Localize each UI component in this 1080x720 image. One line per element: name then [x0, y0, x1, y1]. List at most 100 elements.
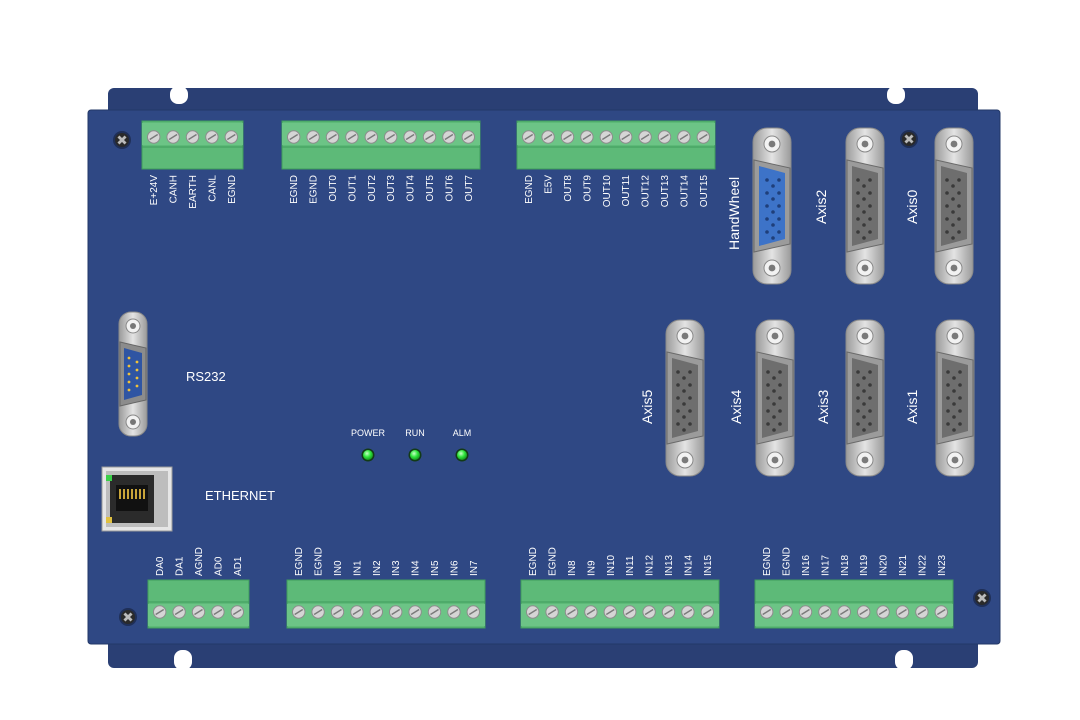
axis0-connector[interactable]	[934, 127, 974, 285]
terminal-screw[interactable]	[408, 605, 422, 619]
terminal-screw[interactable]	[211, 605, 225, 619]
status-led: RUN	[405, 428, 425, 462]
terminal-pin-label: EGND	[782, 547, 793, 576]
terminal-pin-label: IN16	[801, 554, 812, 576]
terminal-pin-label: E5V	[544, 175, 555, 194]
handwheel-connector[interactable]	[752, 127, 792, 285]
terminal-screw[interactable]	[466, 605, 480, 619]
terminal-pin-label: IN11	[625, 555, 636, 576]
terminal-screw[interactable]	[934, 605, 948, 619]
terminal-screw[interactable]	[760, 605, 774, 619]
rs232-connector[interactable]	[118, 311, 148, 437]
terminal-screw[interactable]	[287, 130, 301, 144]
axis5-connector[interactable]	[665, 319, 705, 477]
terminal-pin-label: EGND	[528, 547, 539, 576]
terminal-pin-label: IN2	[372, 560, 383, 576]
terminal-screw[interactable]	[185, 130, 200, 144]
led-label: ALM	[453, 428, 472, 438]
terminal-screw[interactable]	[837, 605, 851, 619]
terminal-pin-label: OUT6	[444, 175, 455, 202]
terminal-screw[interactable]	[677, 130, 691, 144]
terminal-pin-label: IN6	[449, 560, 460, 576]
terminal-pin-label: OUT2	[367, 175, 378, 202]
terminal-screw[interactable]	[153, 605, 167, 619]
terminal-pin-label: OUT14	[679, 175, 690, 208]
terminal-pin-label: AD1	[233, 556, 244, 576]
terminal-screw[interactable]	[389, 605, 403, 619]
terminal-screw[interactable]	[172, 605, 186, 619]
rs232-label: RS232	[186, 369, 226, 384]
terminal-pin-label: IN4	[411, 560, 422, 576]
terminal-screw[interactable]	[681, 605, 695, 619]
terminal-screw[interactable]	[564, 605, 579, 619]
terminal-screw[interactable]	[147, 130, 161, 144]
terminal-pin-label: OUT8	[563, 175, 574, 202]
terminal-screw[interactable]	[306, 130, 320, 144]
terminal-screw[interactable]	[427, 605, 442, 619]
terminal-screw[interactable]	[384, 130, 398, 144]
terminal-screw[interactable]	[696, 130, 710, 144]
terminal-screw[interactable]	[798, 605, 813, 619]
terminal-screw[interactable]	[224, 130, 239, 144]
terminal-screw[interactable]	[292, 605, 306, 619]
terminal-screw[interactable]	[619, 130, 633, 144]
terminal-screw[interactable]	[364, 130, 378, 144]
terminal-screw[interactable]	[311, 605, 325, 619]
terminal-screw[interactable]	[857, 605, 871, 619]
terminal-screw[interactable]	[350, 605, 364, 619]
terminal-screw[interactable]	[603, 605, 617, 619]
terminal-pin-label: IN20	[879, 554, 890, 576]
terminal-pin-label: EGND	[314, 547, 325, 576]
terminal-screw[interactable]	[325, 130, 340, 144]
terminal-screw[interactable]	[369, 605, 383, 619]
terminal-screw[interactable]	[818, 605, 832, 619]
terminal-screw[interactable]	[638, 130, 652, 144]
terminal-screw[interactable]	[657, 130, 672, 144]
terminal-screw[interactable]	[191, 605, 206, 619]
terminal-screw[interactable]	[442, 130, 456, 144]
terminal-pin-label: OUT4	[406, 175, 417, 202]
terminal-screw[interactable]	[545, 605, 559, 619]
screw-icon	[900, 130, 918, 148]
terminal-screw[interactable]	[584, 605, 598, 619]
terminal-screw[interactable]	[403, 130, 417, 144]
terminal-screw[interactable]	[661, 605, 676, 619]
axis2-connector[interactable]	[845, 127, 885, 285]
axis4-connector[interactable]	[755, 319, 795, 477]
terminal-screw[interactable]	[461, 130, 475, 144]
screw-icon	[113, 131, 131, 149]
terminal-screw[interactable]	[526, 605, 540, 619]
terminal-pin-label: AGND	[194, 547, 205, 576]
terminal-screw[interactable]	[205, 130, 219, 144]
axis1-connector[interactable]	[935, 319, 975, 477]
axis1-label: Axis1	[904, 390, 920, 424]
terminal-pin-label: OUT5	[425, 175, 436, 202]
terminal-screw[interactable]	[541, 130, 555, 144]
terminal-screw[interactable]	[915, 605, 929, 619]
terminal-screw[interactable]	[447, 605, 461, 619]
terminal-screw[interactable]	[230, 605, 245, 619]
terminal-screw[interactable]	[422, 130, 437, 144]
terminal-screw[interactable]	[700, 605, 714, 619]
terminal-screw[interactable]	[560, 130, 575, 144]
terminal-screw[interactable]	[345, 130, 359, 144]
axis3-connector[interactable]	[845, 319, 885, 477]
terminal-screw[interactable]	[623, 605, 637, 619]
ethernet-port[interactable]	[101, 466, 173, 532]
terminal-screw[interactable]	[599, 130, 613, 144]
terminal-screw[interactable]	[895, 605, 910, 619]
terminal-screw[interactable]	[330, 605, 345, 619]
terminal-pin-label: OUT15	[699, 175, 710, 208]
axis2-label: Axis2	[813, 190, 829, 224]
terminal-pin-label: AD0	[213, 556, 224, 576]
terminal-screw[interactable]	[642, 605, 656, 619]
terminal-screw[interactable]	[166, 130, 180, 144]
terminal-screw[interactable]	[580, 130, 594, 144]
terminal-screw[interactable]	[876, 605, 890, 619]
terminal-pin-label: OUT3	[386, 175, 397, 202]
terminal-screw[interactable]	[522, 130, 536, 144]
terminal-screw[interactable]	[779, 605, 793, 619]
